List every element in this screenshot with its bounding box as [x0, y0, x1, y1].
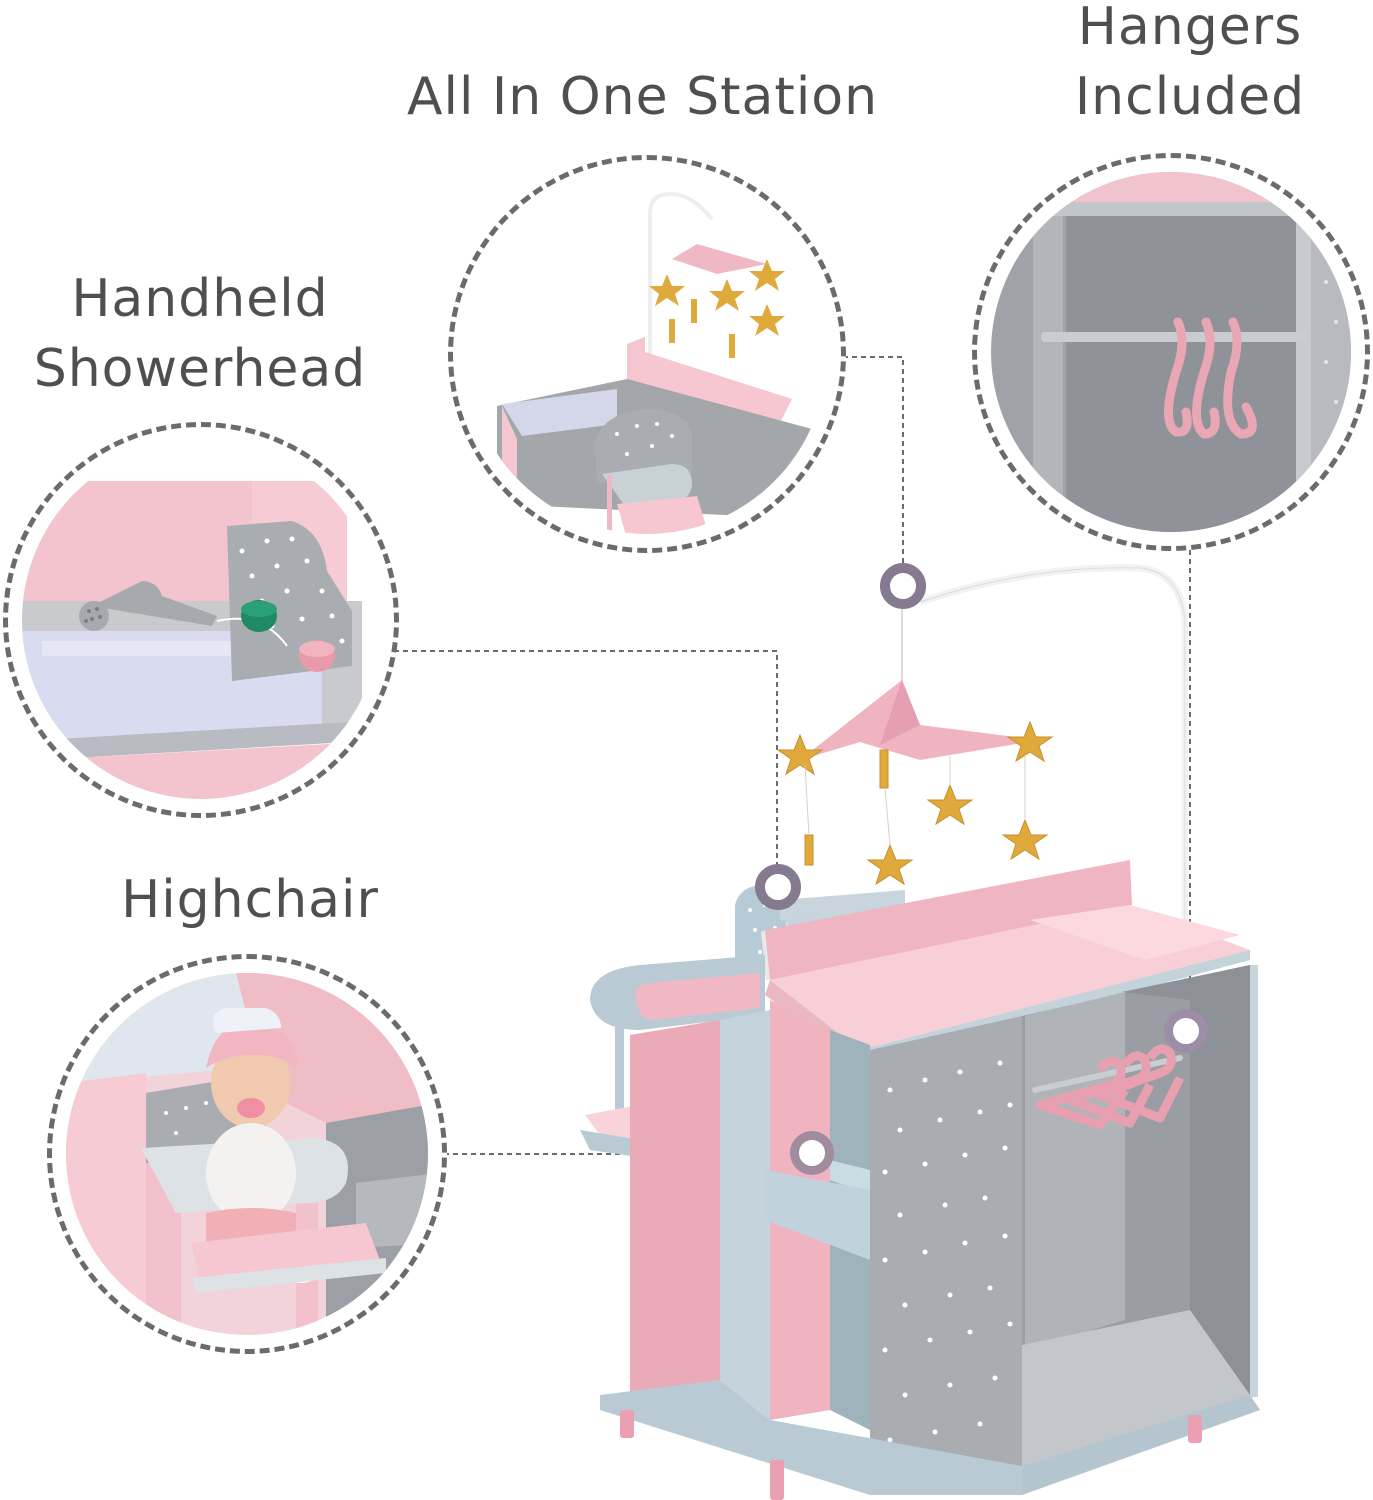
highchair-image [66, 973, 428, 1335]
marker-ring-highchair[interactable] [790, 1131, 834, 1175]
label-showerhead-line1: Handheld [71, 269, 329, 329]
marker-ring-all-in-one-station[interactable] [880, 563, 926, 609]
label-all-in-one-station: All In One Station [406, 67, 879, 127]
callout-circle-highchair [47, 954, 447, 1354]
label-handheld-showerhead: Handheld Showerhead [0, 264, 400, 404]
doll-care-station-illustration [580, 564, 1260, 1500]
callout-circle-handheld-showerhead [3, 422, 399, 818]
main-product-image [580, 560, 1280, 1500]
callout-circle-hangers-included [972, 153, 1370, 551]
callout-circle-all-in-one-station [448, 155, 846, 553]
label-highchair: Highchair [121, 870, 379, 930]
label-hangers-included: Hangers Included [1040, 0, 1340, 132]
all-in-one-station-image [497, 191, 812, 534]
label-hangers-line2: Included [1074, 67, 1306, 127]
marker-ring-handheld-showerhead[interactable] [755, 864, 801, 910]
handheld-showerhead-image [22, 441, 380, 799]
label-hangers-line1: Hangers [1077, 0, 1303, 57]
marker-ring-hangers-included[interactable] [1164, 1009, 1208, 1053]
label-showerhead-line2: Showerhead [33, 339, 367, 399]
hangers-included-image [991, 172, 1351, 532]
